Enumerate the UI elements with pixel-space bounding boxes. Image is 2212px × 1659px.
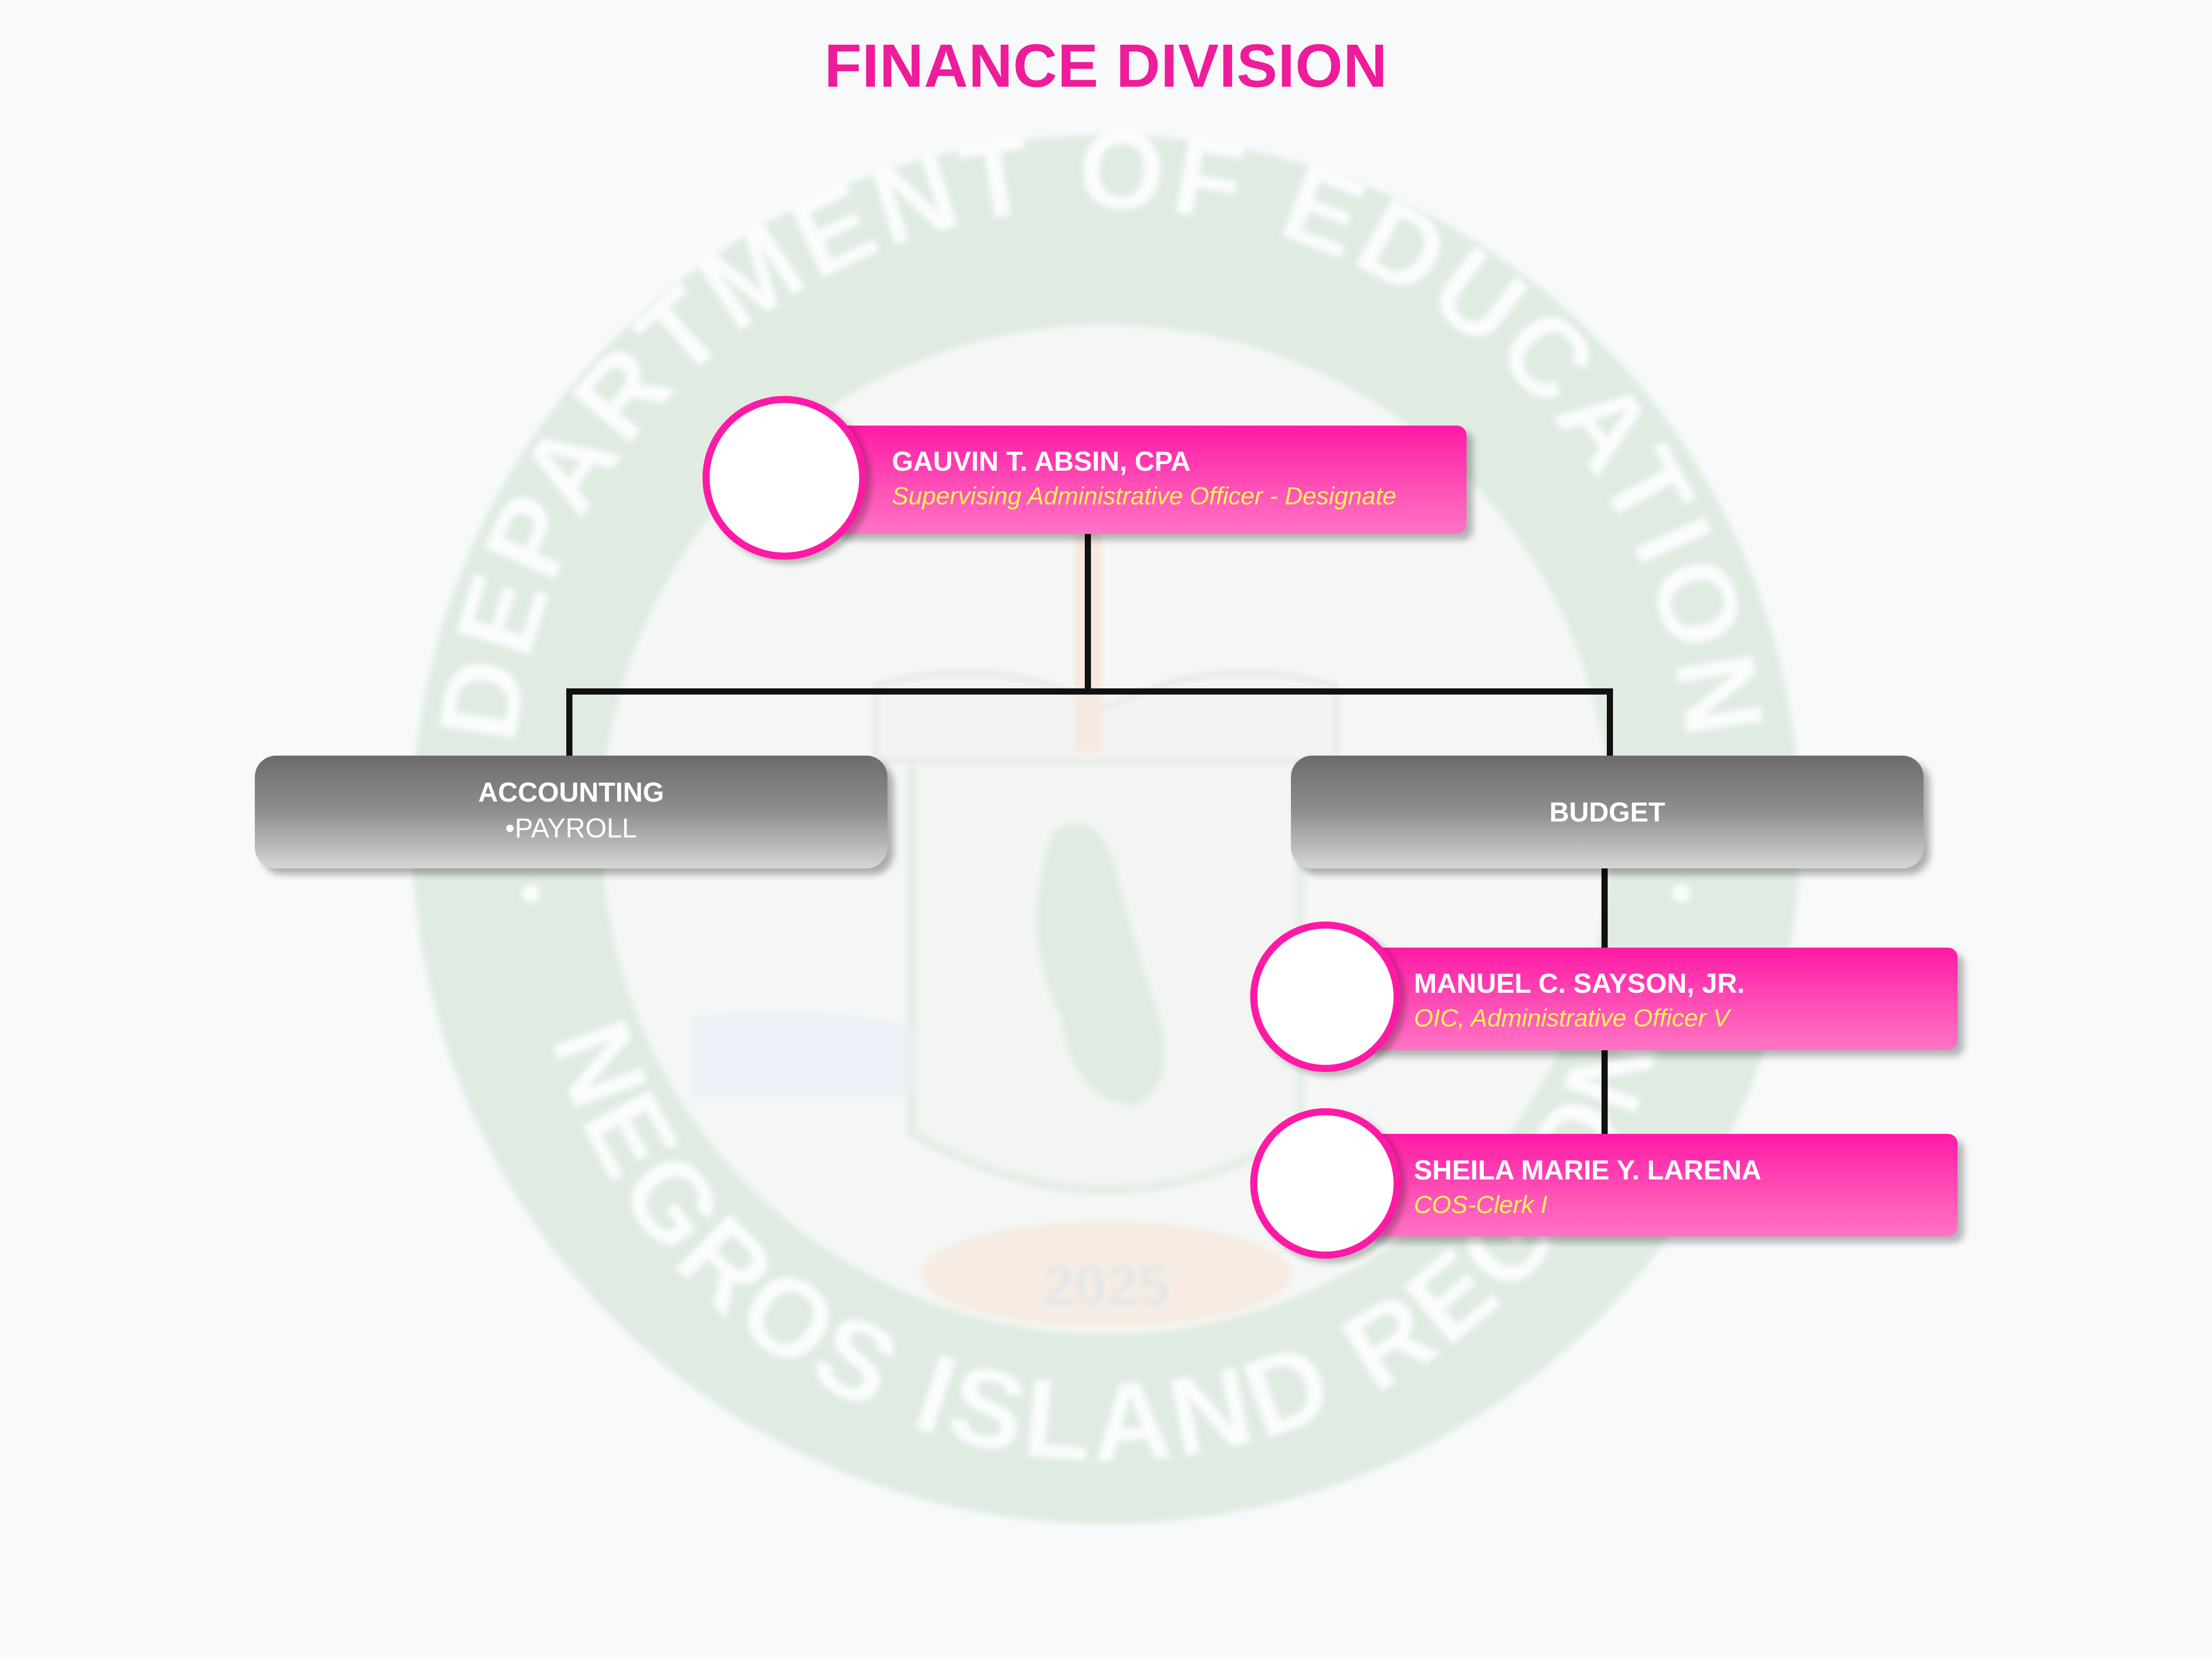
- staff-avatar-1: [1250, 922, 1401, 1072]
- unit-budget-title: BUDGET: [1549, 797, 1665, 828]
- head-role: Supervising Administrative Officer - Des…: [892, 482, 1397, 510]
- head-card: [832, 426, 1467, 534]
- unit-accounting-sub: •PAYROLL: [505, 813, 637, 844]
- page-title: FINANCE DIVISION: [824, 32, 1388, 100]
- head-name: GAUVIN T. ABSIN, CPA: [892, 446, 1191, 477]
- connector-head-down: [1085, 531, 1091, 695]
- head-avatar: [703, 396, 866, 560]
- connector-budget: [1607, 688, 1613, 759]
- seal-year: 2025: [1042, 1253, 1170, 1317]
- unit-accounting: ACCOUNTING •PAYROLL: [255, 756, 887, 868]
- staff-avatar-2: [1250, 1108, 1401, 1259]
- connector-accounting: [566, 688, 572, 759]
- staff-card-2: [1363, 1134, 1958, 1237]
- staff-name-2: SHEILA MARIE Y. LARENA: [1414, 1155, 1762, 1186]
- staff-card-1: [1363, 948, 1958, 1050]
- staff-role-2: COS-Clerk I: [1414, 1190, 1548, 1218]
- staff-role-1: OIC, Administrative Officer V: [1414, 1004, 1730, 1032]
- unit-budget: BUDGET: [1291, 756, 1924, 868]
- connector-horizontal: [566, 688, 1613, 695]
- unit-accounting-title: ACCOUNTING: [478, 777, 664, 808]
- staff-name-1: MANUEL C. SAYSON, JR.: [1414, 968, 1745, 999]
